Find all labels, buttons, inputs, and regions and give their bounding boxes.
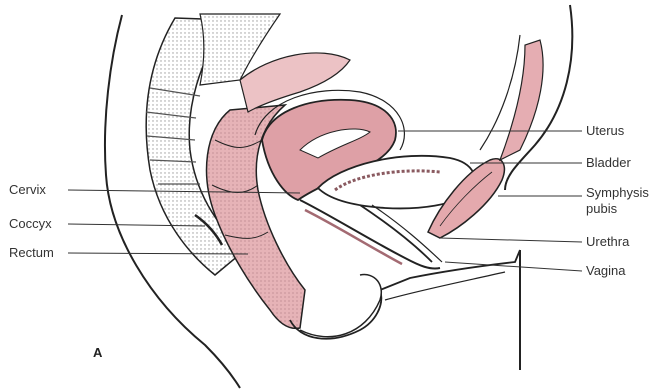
label-vagina: Vagina (586, 264, 626, 278)
buttock (300, 275, 381, 337)
panel-letter: A (93, 346, 102, 360)
leader-vagina (445, 262, 582, 271)
thigh-fold (385, 272, 505, 300)
label-symphysis-line1: Symphysis (586, 186, 649, 200)
label-rectum: Rectum (9, 246, 54, 260)
label-cervix: Cervix (9, 183, 46, 197)
label-coccyx: Coccyx (9, 217, 52, 231)
vagina-canal-inner (305, 210, 402, 264)
label-urethra: Urethra (586, 235, 629, 249)
label-bladder: Bladder (586, 156, 631, 170)
label-symphysis-line2: pubis (586, 202, 617, 216)
label-uterus: Uterus (586, 124, 624, 138)
vagina-canal (300, 200, 440, 269)
leader-urethra (440, 238, 582, 242)
